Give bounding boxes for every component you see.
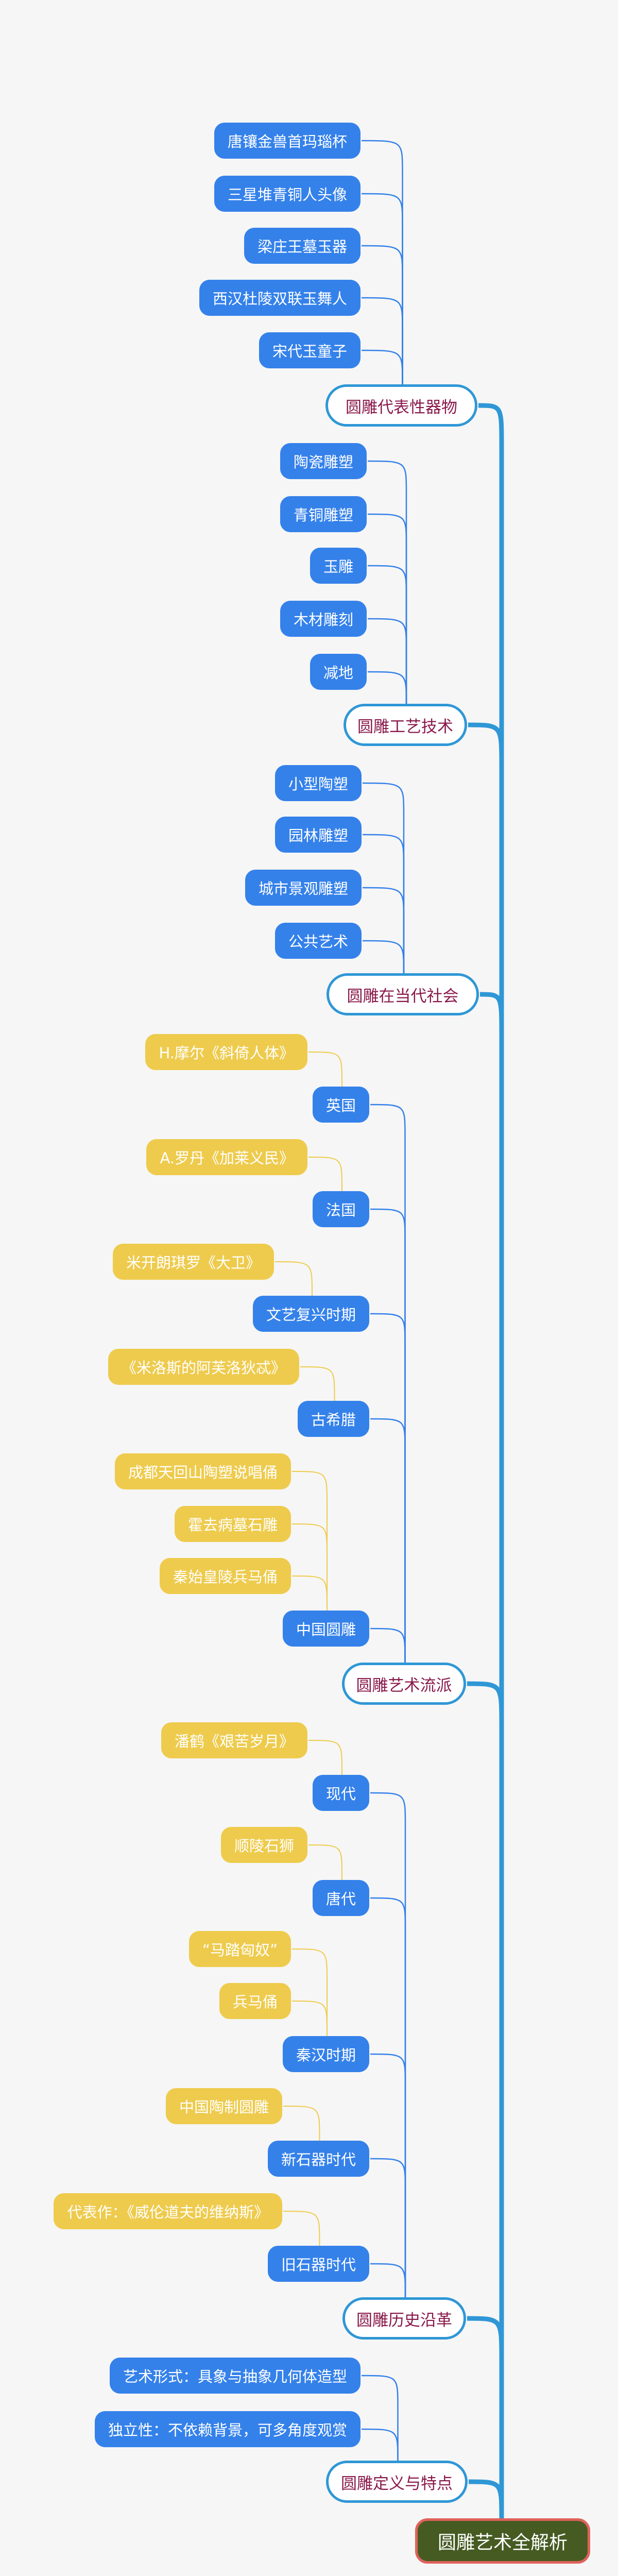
note-node[interactable]: “马踏匈奴” — [188, 1931, 291, 1967]
subtopic-node[interactable]: 园林雕塑 — [274, 817, 362, 853]
connector-line — [361, 297, 403, 384]
connector-line — [370, 1628, 406, 1663]
connector-line — [362, 940, 405, 973]
connector-line — [308, 1844, 342, 1880]
connector-line — [362, 782, 405, 973]
subtopic-node[interactable]: 唐代 — [312, 1880, 369, 1916]
connector-line — [370, 2053, 406, 2297]
connector-line — [367, 460, 407, 704]
connector-line — [361, 193, 403, 384]
connector-line — [467, 1681, 504, 2518]
note-node[interactable]: 兵马俑 — [219, 1983, 291, 2019]
subtopic-node[interactable]: 城市景观雕塑 — [245, 870, 362, 906]
subtopic-node[interactable]: 秦汉时期 — [282, 2036, 369, 2072]
subtopic-node[interactable]: 古希腊 — [297, 1401, 369, 1437]
topic-node-representative-works[interactable]: 圆雕代表性器物 — [325, 384, 477, 427]
connector-line — [361, 140, 403, 384]
topic-node-schools[interactable]: 圆雕艺术流派 — [342, 1663, 466, 1705]
connector-line — [370, 1313, 406, 1663]
connector-line — [361, 349, 403, 384]
subtopic-node[interactable]: 梁庄王墓玉器 — [244, 228, 360, 264]
connector-line — [367, 618, 407, 704]
subtopic-node[interactable]: 中国圆雕 — [282, 1611, 369, 1647]
note-node[interactable]: 秦始皇陵兵马俑 — [159, 1558, 291, 1594]
note-node[interactable]: 代表作：《威伦道夫的维纳斯》 — [54, 2193, 282, 2229]
root-node[interactable]: 圆雕艺术全解析 — [415, 2518, 590, 2564]
subtopic-node[interactable]: 陶瓷雕塑 — [280, 443, 367, 479]
connector-line — [361, 2428, 399, 2461]
topic-node-contemporary-society[interactable]: 圆雕在当代社会 — [327, 973, 479, 1015]
connector-line — [291, 1523, 328, 1611]
note-node[interactable]: A.罗丹《加莱义民》 — [146, 1139, 307, 1175]
connector-line — [479, 992, 504, 2518]
subtopic-node[interactable]: 青铜雕塑 — [280, 496, 367, 532]
connector-line — [291, 1575, 328, 1611]
connector-line — [367, 565, 407, 704]
topic-node-definition[interactable]: 圆雕定义与特点 — [326, 2461, 468, 2503]
connector-line — [283, 2106, 320, 2141]
note-node[interactable]: 成都天回山陶塑说唱俑 — [114, 1453, 291, 1489]
subtopic-node[interactable]: 宋代玉童子 — [259, 332, 360, 368]
connector-line — [300, 1366, 335, 1401]
subtopic-node[interactable]: 新石器时代 — [267, 2141, 369, 2177]
note-node[interactable]: 米开朗琪罗《大卫》 — [112, 1244, 274, 1280]
connector-line — [361, 245, 403, 384]
connector-line — [291, 1471, 328, 1611]
connector-line — [308, 1740, 342, 1775]
note-node[interactable]: 潘鹤《艰苦岁月》 — [161, 1722, 307, 1758]
subtopic-node[interactable]: 法国 — [312, 1191, 369, 1227]
note-node[interactable]: 中国陶制圆雕 — [165, 2088, 282, 2124]
topic-node-techniques[interactable]: 圆雕工艺技术 — [344, 704, 467, 746]
connector-line — [370, 1104, 406, 1663]
subtopic-node[interactable]: 独立性：不依赖背景，可多角度观赏 — [94, 2411, 360, 2447]
subtopic-node[interactable]: 文艺复兴时期 — [252, 1296, 369, 1332]
subtopic-node[interactable]: 小型陶塑 — [274, 765, 362, 801]
note-node[interactable]: 顺陵石狮 — [220, 1827, 307, 1863]
subtopic-node[interactable]: 西汉杜陵双联玉舞人 — [199, 280, 360, 316]
connector-line — [308, 1052, 342, 1087]
subtopic-node[interactable]: 现代 — [312, 1775, 369, 1811]
note-node[interactable]: 霍去病墓石雕 — [174, 1506, 291, 1542]
connector-line — [362, 834, 405, 973]
connector-line — [370, 2158, 406, 2297]
connector-line — [291, 1948, 328, 2036]
connector-line — [370, 1418, 406, 1663]
connector-line — [367, 513, 407, 704]
connector-line — [370, 1792, 406, 2297]
connector-line — [478, 403, 504, 2518]
connector-line — [370, 1208, 406, 1663]
connector-line — [467, 2316, 504, 2518]
subtopic-node[interactable]: 玉雕 — [310, 548, 367, 584]
subtopic-node[interactable]: 木材雕刻 — [280, 601, 367, 637]
connector-line — [361, 2375, 399, 2461]
connector-line — [370, 2263, 406, 2297]
connector-line — [283, 2211, 320, 2246]
connector-line — [367, 671, 407, 704]
subtopic-node[interactable]: 艺术形式：具象与抽象几何体造型 — [109, 2358, 360, 2394]
connector-line — [362, 887, 405, 973]
connector-line — [308, 1157, 342, 1191]
subtopic-node[interactable]: 旧石器时代 — [267, 2246, 369, 2282]
connector-line — [291, 2001, 328, 2036]
subtopic-node[interactable]: 公共艺术 — [274, 923, 362, 959]
connector-line — [468, 2479, 504, 2519]
connector-line — [370, 1897, 406, 2297]
note-node[interactable]: 《米洛斯的阿芙洛狄忒》 — [108, 1349, 299, 1385]
subtopic-node[interactable]: 三星堆青铜人头像 — [214, 176, 360, 212]
topic-node-history[interactable]: 圆雕历史沿革 — [342, 2297, 466, 2340]
subtopic-node[interactable]: 英国 — [312, 1087, 369, 1123]
subtopic-node[interactable]: 减地 — [310, 654, 367, 690]
connector-line — [274, 1261, 313, 1296]
subtopic-node[interactable]: 唐镶金兽首玛瑙杯 — [214, 123, 360, 159]
note-node[interactable]: H.摩尔《斜倚人体》 — [145, 1034, 307, 1070]
